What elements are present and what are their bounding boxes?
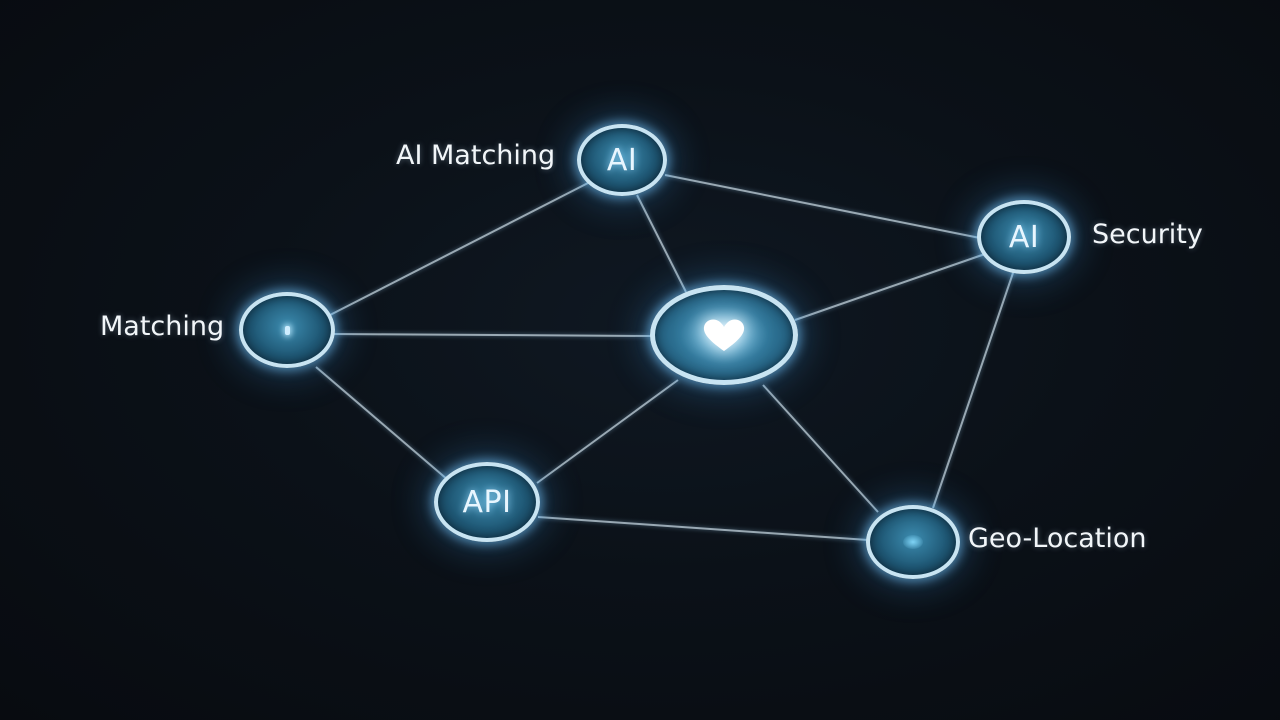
node-api-text: API: [462, 484, 512, 520]
label-ai-matching: AI Matching: [396, 140, 556, 171]
node-ai-matching-text: AI: [606, 142, 638, 178]
node-center[interactable]: [650, 285, 798, 385]
edge-matching-to-api: [315, 366, 449, 481]
dot-icon: [284, 325, 290, 335]
edge-center-to-api: [536, 379, 679, 484]
node-ai-matching[interactable]: AI: [577, 124, 667, 196]
node-api[interactable]: API: [434, 462, 540, 542]
edge-center-to-geo-location: [762, 384, 879, 513]
edge-matching-to-center: [332, 333, 653, 337]
node-matching[interactable]: [239, 292, 335, 368]
glow-core-icon: [903, 535, 923, 549]
label-matching: Matching: [100, 311, 225, 342]
edge-ai-matching-to-center: [636, 194, 687, 293]
node-security-text: AI: [1008, 219, 1040, 255]
heart-icon: [703, 319, 745, 351]
edge-center-to-security: [794, 253, 986, 321]
edge-security-to-geo-location: [932, 269, 1015, 509]
node-security[interactable]: AI: [977, 200, 1071, 274]
edge-api-to-geo-location: [537, 516, 869, 541]
edge-ai-matching-to-matching: [329, 182, 589, 316]
node-geo-location[interactable]: [866, 505, 960, 579]
edge-ai-matching-to-security: [664, 174, 981, 239]
label-geo-location: Geo-Location: [968, 523, 1147, 554]
label-security: Security: [1092, 219, 1203, 250]
